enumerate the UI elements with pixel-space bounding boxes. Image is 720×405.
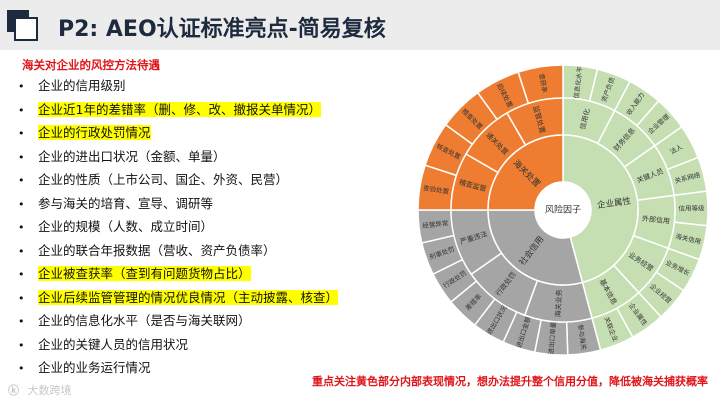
footer-note: 重点关注黄色部分内部表现情况，想办法提升整个信用分值，降低被海关捕获概率 bbox=[312, 375, 708, 388]
logo-icon: ⓚ bbox=[8, 384, 19, 397]
bullet-dot: • bbox=[18, 197, 25, 211]
center-label: 风险因子 bbox=[545, 204, 581, 216]
outer-ring-label: 进出口单量 bbox=[546, 321, 558, 355]
outer-ring-label: 信用等级 bbox=[678, 203, 705, 212]
bullet-text: 企业的信息化水平（是否与海关联网） bbox=[38, 313, 251, 328]
bullet-dot: • bbox=[18, 338, 25, 352]
section-subtitle: 海关对企业的风控方法待遇 bbox=[22, 58, 160, 72]
bullet-item: • 参与海关的培育、宣导、调研等 bbox=[18, 192, 338, 216]
bullet-dot: • bbox=[18, 315, 25, 328]
bullet-text: 企业的联合年报数据（营收、资产负债率） bbox=[38, 242, 276, 258]
bullet-text: 企业的性质（上市公司、国企、外资、民营） bbox=[38, 172, 289, 187]
slide-icon bbox=[7, 10, 38, 41]
bullet-item: • 企业的关键人员的信用状况 bbox=[18, 333, 338, 357]
bullet-dot: • bbox=[18, 80, 25, 93]
bullet-dot: • bbox=[18, 174, 25, 187]
bullet-item: • 企业被查获率（查到有问题货物占比） bbox=[18, 262, 338, 286]
bullet-dot: • bbox=[18, 362, 25, 375]
logo-text: 大数跨境 bbox=[27, 384, 72, 397]
bullet-dot: • bbox=[18, 103, 25, 117]
middle-ring-label: 外部信用 bbox=[642, 214, 671, 226]
bullet-text: 企业的进出口状况（金额、单量） bbox=[38, 148, 226, 164]
bullet-item: • 企业的信用级别 bbox=[18, 74, 338, 98]
center-circle bbox=[535, 182, 591, 238]
risk-factor-sunburst: 信息化水平资产负债收入能力企业管理法人关系网络信用等级海关信用业务增长企业经营企… bbox=[417, 64, 709, 356]
bullet-list: • 企业的信用级别 • 企业近1年的差错率（删、修、改、撤报关单情况） • 企业的行政处罚… bbox=[18, 74, 339, 380]
middle-ring-label: 海关业务 bbox=[553, 289, 563, 317]
bullet-dot: • bbox=[18, 244, 25, 258]
outer-ring-label: 查获率 bbox=[537, 73, 549, 94]
bullet-item: • 企业后续监管管理的情况优良情况（主动披露、核查） bbox=[18, 286, 339, 310]
outer-ring-label: 信息化水平 bbox=[571, 65, 584, 99]
bullet-text: 企业的规模（人数、成立时间） bbox=[38, 219, 214, 234]
highlighted-bullet-text: 企业的行政处罚情况 bbox=[38, 125, 151, 140]
bullet-item: • 企业近1年的差错率（删、修、改、撤报关单情况） bbox=[18, 98, 338, 122]
highlighted-bullet-text: 企业后续监管管理的情况优良情况（主动披露、核查） bbox=[38, 289, 339, 305]
bullet-dot: • bbox=[18, 150, 25, 164]
outer-ring-label: 参与海关 bbox=[576, 324, 589, 352]
bullet-item: • 企业的业务运行情况 bbox=[18, 356, 338, 380]
bullet-item: • 企业的进出口状况（金额、单量） bbox=[18, 145, 338, 169]
bullet-dot: • bbox=[18, 291, 25, 305]
bullet-text: 参与海关的培育、宣导、调研等 bbox=[38, 195, 214, 211]
inner-ring-label: 企业属性 bbox=[596, 196, 632, 211]
slide-title: P2: AEO认证标准亮点-简易复核 bbox=[58, 17, 386, 42]
outer-ring-label: 经营异常 bbox=[422, 218, 449, 230]
bullet-text: 企业的关键人员的信用状况 bbox=[38, 336, 189, 352]
highlighted-bullet-text: 企业近1年的差错率（删、修、改、撤报关单情况） bbox=[38, 101, 321, 117]
bullet-text: 企业的业务运行情况 bbox=[38, 360, 151, 375]
highlighted-bullet-text: 企业被查获率（查到有问题货物占比） bbox=[38, 266, 251, 281]
bullet-item: • 企业的联合年报数据（营收、资产负债率） bbox=[18, 239, 338, 263]
outer-ring-label: 查验处置 bbox=[423, 183, 451, 196]
brand-logo: ⓚ 大数跨境 bbox=[8, 382, 72, 398]
bullet-dot: • bbox=[18, 127, 25, 140]
bullet-item: • 企业的行政处罚情况 bbox=[18, 121, 338, 145]
bullet-text: 企业的信用级别 bbox=[38, 78, 126, 93]
bullet-dot: • bbox=[18, 268, 25, 281]
bullet-item: • 企业的规模（人数、成立时间） bbox=[18, 215, 338, 239]
bullet-item: • 企业的信息化水平（是否与海关联网） bbox=[18, 309, 338, 333]
title-bar: P2: AEO认证标准亮点-简易复核 bbox=[0, 0, 720, 50]
bullet-item: • 企业的性质（上市公司、国企、外资、民营） bbox=[18, 168, 338, 192]
bullet-dot: • bbox=[18, 221, 25, 234]
